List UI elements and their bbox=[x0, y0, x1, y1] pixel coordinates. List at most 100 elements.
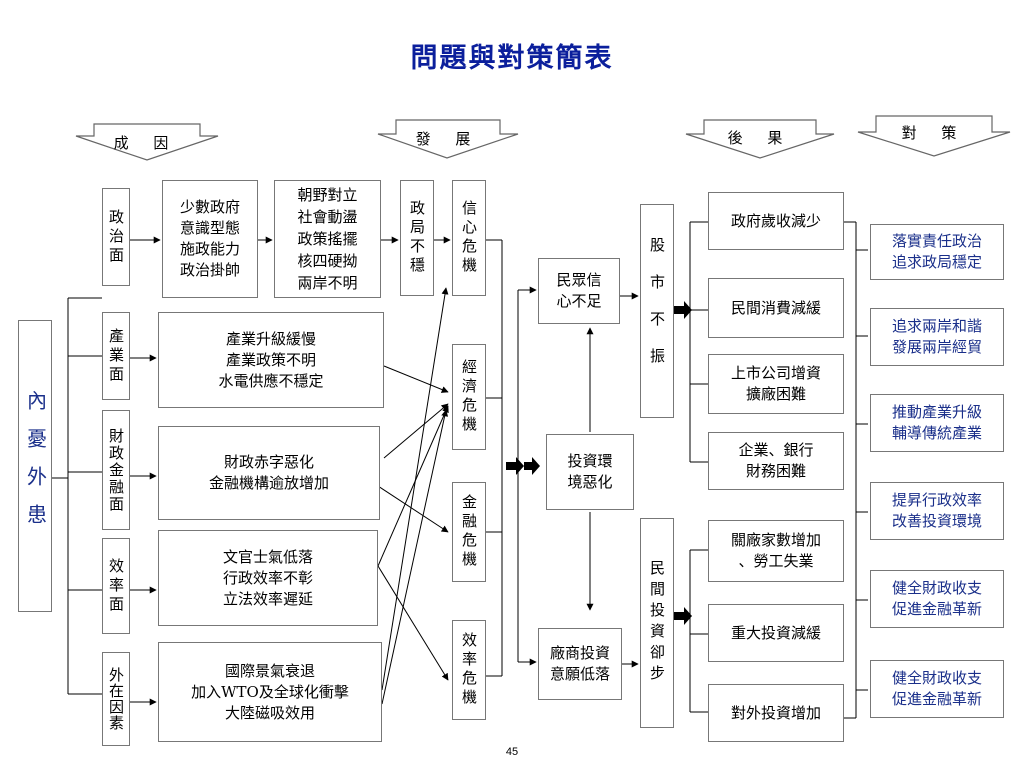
crisis-efficiency-label: 效率危機 bbox=[460, 632, 478, 708]
cause-line: 立法效率遲延 bbox=[222, 589, 313, 608]
header-consequence: 後 果 bbox=[727, 129, 793, 147]
investment-env-box: 投資環 境惡化 bbox=[546, 434, 634, 510]
cause-line: 社會動盪 bbox=[297, 208, 358, 226]
cause-political-2: 朝野對立 社會動盪 政策搖擺 核四硬拗 兩岸不明 bbox=[274, 180, 381, 298]
cause-political-1: 少數政府 意識型態 施政能力 政治掛帥 bbox=[162, 180, 258, 298]
crisis-economic: 經濟危機 bbox=[452, 344, 486, 450]
consequence-revenue: 政府歲收減少 bbox=[708, 192, 844, 250]
consequence-line: 關廠家數增加 bbox=[730, 531, 821, 549]
aspect-political-label: 政治面 bbox=[107, 208, 125, 266]
block-arrow-stock bbox=[674, 301, 692, 319]
aspect-efficiency-label: 效率面 bbox=[107, 557, 125, 615]
middle-line: 廠商投資 bbox=[549, 644, 610, 662]
header-development: 發 展 bbox=[415, 130, 481, 148]
header-countermeasure: 對 策 bbox=[901, 124, 967, 142]
result-stock-label: 股市不振 bbox=[648, 237, 666, 385]
consequence-consumption: 民間消費減緩 bbox=[708, 278, 844, 338]
consequence-label: 對外投資增加 bbox=[730, 703, 821, 722]
cause-line: 兩岸不明 bbox=[297, 274, 358, 292]
cause-line: 財政赤字惡化 bbox=[223, 453, 314, 471]
aspect-industry-label: 產業面 bbox=[107, 327, 125, 385]
countermeasure-line: 落實責任政治 bbox=[891, 232, 982, 250]
cause-line: 產業政策不明 bbox=[225, 350, 316, 369]
cause-line: 加入WTO及全球化衝擊 bbox=[191, 682, 349, 701]
middle-line: 投資環 bbox=[567, 452, 613, 470]
cause-line: 施政能力 bbox=[179, 240, 240, 258]
page-number: 45 bbox=[505, 746, 519, 758]
cause-line: 行政效率不彰 bbox=[222, 568, 313, 587]
cause-line: 大陸磁吸效用 bbox=[224, 703, 315, 722]
consequence-banks: 企業、銀行 財務困難 bbox=[708, 432, 844, 490]
cause-fiscal: 財政赤字惡化 金融機構逾放增加 bbox=[158, 426, 380, 520]
cause-external: 國際景氣衰退 加入WTO及全球化衝擊 大陸磁吸效用 bbox=[158, 642, 382, 742]
countermeasure-line: 追求政局穩定 bbox=[891, 253, 982, 271]
header-cause: 成 因 bbox=[113, 134, 179, 152]
countermeasure-line: 提昇行政效率 bbox=[891, 491, 982, 509]
consequence-line: 上市公司增資 bbox=[730, 364, 821, 382]
crisis-confidence: 信心危機 bbox=[452, 180, 486, 296]
header-arrow-cause bbox=[75, 123, 219, 161]
cause-line: 水電供應不穩定 bbox=[218, 371, 324, 390]
countermeasure-line: 發展兩岸經貿 bbox=[891, 338, 982, 356]
cause-line: 文官士氣低落 bbox=[222, 547, 313, 566]
aspect-efficiency: 效率面 bbox=[102, 538, 130, 634]
countermeasure-line: 追求兩岸和諧 bbox=[891, 317, 982, 335]
countermeasure-5: 健全財政收支 促進金融革新 bbox=[870, 570, 1004, 628]
business-investment-box: 廠商投資 意願低落 bbox=[538, 628, 622, 700]
crisis-efficiency: 效率危機 bbox=[452, 620, 486, 720]
cause-line: 政治掛帥 bbox=[179, 261, 240, 279]
countermeasure-2: 追求兩岸和諧 發展兩岸經貿 bbox=[870, 308, 1004, 366]
countermeasure-6: 健全財政收支 促進金融革新 bbox=[870, 660, 1004, 718]
consequence-label: 重大投資減緩 bbox=[730, 623, 821, 642]
aspect-political: 政治面 bbox=[102, 188, 130, 286]
middle-line: 民眾信 bbox=[556, 271, 602, 289]
aspect-fiscal: 財政金融面 bbox=[102, 410, 130, 530]
root-box: 內憂外患 bbox=[18, 320, 52, 612]
result-private-label: 民間投資卻步 bbox=[648, 560, 666, 686]
consequence-major-invest: 重大投資減緩 bbox=[708, 604, 844, 662]
cause-line: 金融機構逾放增加 bbox=[208, 474, 329, 492]
cause-line: 政策搖擺 bbox=[297, 230, 358, 248]
root-label: 內憂外患 bbox=[23, 390, 48, 542]
aspect-external-label: 外在因素 bbox=[107, 667, 125, 731]
consequence-closures: 關廠家數增加 、勞工失業 bbox=[708, 520, 844, 582]
header-arrow-development bbox=[377, 119, 519, 159]
cause-line: 意識型態 bbox=[179, 219, 240, 237]
consequence-outward: 對外投資增加 bbox=[708, 684, 844, 742]
cause-industry: 產業升級緩慢 產業政策不明 水電供應不穩定 bbox=[158, 312, 384, 408]
political-unstable-box: 政局不穩 bbox=[400, 180, 434, 296]
block-arrow-crises bbox=[506, 457, 524, 475]
countermeasure-line: 輔導傳統產業 bbox=[891, 424, 982, 442]
consequence-line: 企業、銀行 bbox=[738, 441, 814, 459]
cause-efficiency: 文官士氣低落 行政效率不彰 立法效率遲延 bbox=[158, 530, 378, 626]
crisis-financial: 金融危機 bbox=[452, 482, 486, 582]
consequence-listed: 上市公司增資 擴廠困難 bbox=[708, 354, 844, 414]
aspect-industry: 產業面 bbox=[102, 312, 130, 400]
block-arrow-middle bbox=[524, 457, 540, 475]
consequence-label: 政府歲收減少 bbox=[730, 211, 821, 230]
middle-line: 意願低落 bbox=[549, 665, 610, 683]
public-confidence-box: 民眾信 心不足 bbox=[538, 258, 620, 324]
block-arrow-private bbox=[674, 607, 692, 625]
countermeasure-line: 改善投資環境 bbox=[891, 512, 982, 530]
countermeasure-line: 促進金融革新 bbox=[891, 600, 982, 618]
countermeasure-line: 推動產業升級 bbox=[891, 403, 982, 421]
aspect-external: 外在因素 bbox=[102, 652, 130, 746]
middle-line: 境惡化 bbox=[567, 473, 613, 491]
header-arrow-countermeasure bbox=[857, 115, 1011, 157]
crisis-confidence-label: 信心危機 bbox=[460, 200, 478, 276]
middle-line: 心不足 bbox=[556, 292, 602, 310]
page-title: 問題與對策簡表 bbox=[410, 43, 614, 74]
aspect-fiscal-label: 財政金融面 bbox=[107, 427, 125, 513]
consequence-line: 財務困難 bbox=[745, 462, 806, 480]
countermeasure-line: 促進金融革新 bbox=[891, 690, 982, 708]
result-stock: 股市不振 bbox=[640, 204, 674, 418]
cause-line: 產業升級緩慢 bbox=[225, 329, 316, 348]
cause-line: 少數政府 bbox=[179, 198, 240, 216]
countermeasure-line: 健全財政收支 bbox=[891, 669, 982, 687]
cause-line: 核四硬拗 bbox=[297, 252, 358, 270]
cause-line: 國際景氣衰退 bbox=[224, 661, 315, 680]
cause-line: 朝野對立 bbox=[297, 186, 358, 204]
political-unstable-label: 政局不穩 bbox=[408, 200, 426, 276]
